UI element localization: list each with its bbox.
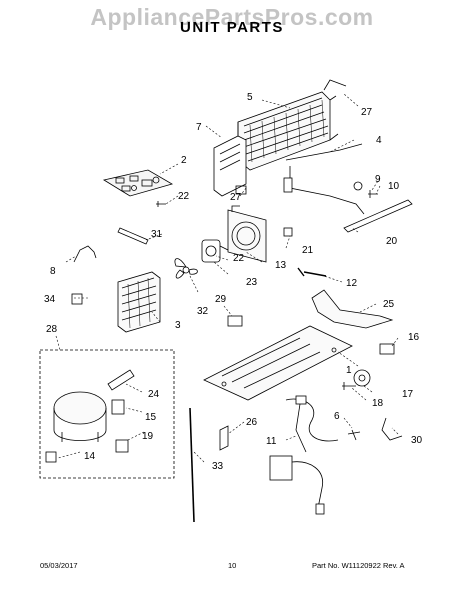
callout-9: 9 [375, 174, 381, 185]
plate-32 [227, 315, 243, 327]
callout-10: 10 [388, 181, 400, 192]
condenser-coil-lower [117, 271, 161, 333]
callout-5: 5 [247, 92, 253, 103]
thermistor-12 [297, 267, 327, 277]
wire-harness-8 [73, 245, 97, 263]
callout-22-lower: 22 [233, 253, 245, 264]
callout-7: 7 [196, 122, 202, 133]
fan-motor [201, 239, 229, 263]
grommet-14 [45, 451, 57, 463]
screw-22-upper [156, 201, 166, 207]
callout-1: 1 [346, 365, 352, 376]
wire-harness-11 [269, 395, 339, 515]
callout-13: 13 [275, 260, 287, 271]
rod-20 [343, 199, 413, 233]
control-board [102, 169, 174, 197]
callout-26: 26 [246, 417, 258, 428]
fan-shroud [227, 205, 267, 263]
part-15 [111, 399, 125, 415]
callout-27-lower: 27 [230, 192, 242, 203]
bracket-31 [117, 227, 149, 245]
callout-33: 33 [212, 461, 224, 472]
part-9 [353, 181, 363, 191]
callout-25: 25 [383, 299, 395, 310]
condenser-coil [237, 79, 347, 171]
callout-18: 18 [372, 398, 384, 409]
callout-32: 32 [197, 306, 209, 317]
capillary-tube [283, 143, 365, 215]
callout-6: 6 [334, 411, 340, 422]
condenser-bracket [213, 135, 247, 197]
callout-2: 2 [181, 155, 187, 166]
wheel-17 [353, 369, 371, 387]
callout-24: 24 [148, 389, 160, 400]
fan-blade [174, 258, 198, 279]
bracket-34 [71, 293, 83, 305]
part-10 [368, 190, 378, 198]
callout-27-upper: 27 [361, 107, 373, 118]
screw-6 [347, 429, 361, 441]
callout-21: 21 [302, 245, 314, 256]
callout-31: 31 [151, 229, 163, 240]
callout-14: 14 [84, 451, 96, 462]
compressor [53, 391, 107, 442]
callout-22-upper: 22 [178, 191, 190, 202]
base-pan [203, 325, 353, 401]
leader-lines [55, 93, 399, 463]
clip-21 [283, 227, 293, 237]
callout-8: 8 [50, 266, 56, 277]
callout-16: 16 [408, 332, 420, 343]
watermark: AppliancePartsPros.com [90, 4, 374, 30]
callout-30: 30 [411, 435, 423, 446]
part-24 [107, 369, 135, 391]
callout-34: 34 [44, 294, 56, 305]
drain-tube-25 [311, 289, 394, 329]
callout-15: 15 [145, 412, 157, 423]
part-19 [115, 439, 129, 453]
screw-18 [342, 382, 356, 390]
hose-30 [381, 417, 403, 441]
callout-12: 12 [346, 278, 358, 289]
footer-page-number: 10 [228, 561, 237, 570]
compressor-kit-box [39, 349, 175, 479]
callout-17: 17 [402, 389, 414, 400]
callout-19: 19 [142, 431, 154, 442]
callout-3: 3 [175, 320, 181, 331]
relay-16 [379, 343, 395, 355]
callout-28: 28 [46, 324, 58, 335]
footer-date: 05/03/2017 [40, 561, 78, 570]
bracket-26 [219, 425, 229, 451]
footer-part-number: Part No. W11120922 Rev. A [312, 561, 405, 570]
callout-20: 20 [386, 236, 398, 247]
tube-33 [189, 407, 195, 523]
callout-23: 23 [246, 277, 258, 288]
callout-11: 11 [266, 436, 277, 447]
page-title: UNIT PARTS [180, 19, 284, 36]
callout-labels: 5 7 27 4 2 22 27 9 10 20 31 21 22 13 8 2… [44, 92, 423, 472]
callout-29: 29 [215, 294, 227, 305]
callout-4: 4 [376, 135, 382, 146]
